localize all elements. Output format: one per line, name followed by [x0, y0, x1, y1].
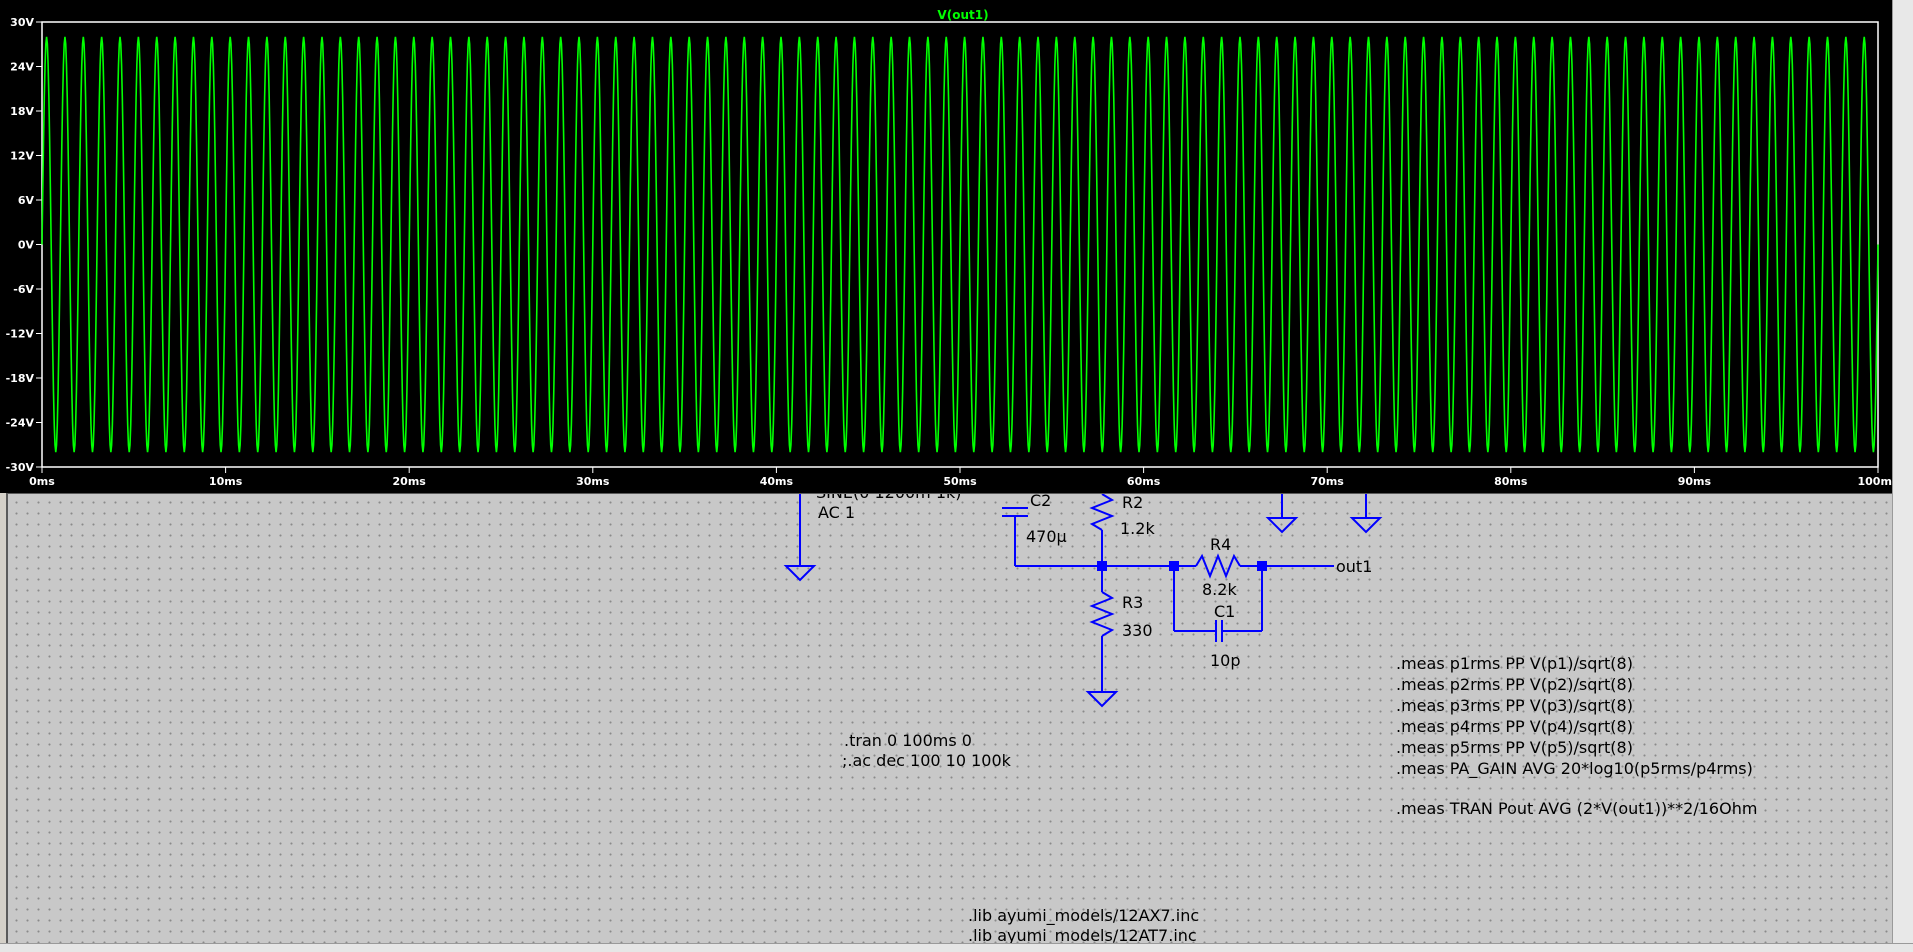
schematic-editor[interactable]: SINE(0 1200m 1k) AC 1 C2 470µ R2 1.2k R3…: [6, 493, 1912, 944]
directive-meas-1[interactable]: .meas p1rms PP V(p1)/sqrt(8): [1396, 654, 1633, 673]
directive-tran[interactable]: .tran 0 100ms 0: [844, 731, 972, 750]
x-tick-label: 40ms: [760, 475, 794, 488]
r2-value[interactable]: 1.2k: [1120, 519, 1155, 538]
y-tick-label: -30V: [6, 461, 35, 474]
x-tick-label: 10ms: [209, 475, 243, 488]
c2-value[interactable]: 470µ: [1026, 527, 1067, 546]
junction-dot-2: [1169, 561, 1179, 571]
directive-ac[interactable]: ;.ac dec 100 10 100k: [842, 751, 1012, 770]
x-tick-label: 80ms: [1494, 475, 1528, 488]
x-tick-label: 100ms: [1858, 475, 1892, 488]
ground-symbol-2[interactable]: [1085, 691, 1119, 708]
directive-meas-5[interactable]: .meas p5rms PP V(p5)/sqrt(8): [1396, 738, 1633, 757]
x-tick-label: 50ms: [943, 475, 977, 488]
status-bar: [0, 943, 1913, 952]
directive-meas-4[interactable]: .meas p4rms PP V(p4)/sqrt(8): [1396, 717, 1633, 736]
x-tick-label: 70ms: [1311, 475, 1345, 488]
net-label-out1[interactable]: out1: [1336, 557, 1372, 576]
directive-meas-pout[interactable]: .meas TRAN Pout AVG (2*V(out1))**2/16Ohm: [1396, 799, 1757, 818]
directive-lib-12ax7[interactable]: .lib ayumi_models/12AX7.inc: [968, 906, 1199, 926]
y-axis: 30V 24V 18V 12V 6V 0V -6V -12V -18V -24V -30V: [6, 16, 42, 474]
waveform-plot-pane[interactable]: V(out1) 30V 24V 18V 12V 6V 0V -6V -12V -18V -24V -…: [0, 0, 1894, 493]
c1-ref[interactable]: C1: [1214, 602, 1235, 621]
r4-resistor-body[interactable]: [1195, 553, 1241, 579]
junction-dot-1: [1097, 561, 1107, 571]
y-tick-label: 30V: [10, 16, 34, 29]
x-tick-label: 60ms: [1127, 475, 1161, 488]
c2-ref[interactable]: C2: [1030, 494, 1051, 510]
y-tick-label: -6V: [13, 283, 34, 296]
trace-title[interactable]: V(out1): [937, 8, 988, 22]
source-value-text[interactable]: SINE(0 1200m 1k): [816, 494, 962, 502]
directive-meas-2[interactable]: .meas p2rms PP V(p2)/sqrt(8): [1396, 675, 1633, 694]
c1-value[interactable]: 10p: [1210, 651, 1241, 670]
y-tick-label: 12V: [10, 150, 34, 163]
x-axis: 0ms 10ms 20ms 30ms 40ms 50ms 60ms 70ms 80ms 90ms 1…: [29, 467, 1892, 488]
vertical-scrollbar[interactable]: [1892, 0, 1913, 951]
schematic-canvas[interactable]: SINE(0 1200m 1k) AC 1 C2 470µ R2 1.2k R3…: [8, 494, 1912, 944]
r2-ref[interactable]: R2: [1122, 494, 1143, 512]
y-tick-label: -12V: [6, 328, 35, 341]
r2-resistor-body[interactable]: [1089, 494, 1115, 531]
directive-meas-gain[interactable]: .meas PA_GAIN AVG 20*log10(p5rms/p4rms): [1396, 759, 1753, 779]
directive-lib-12at7[interactable]: .lib ayumi_models/12AT7.inc: [968, 926, 1197, 944]
r4-ref[interactable]: R4: [1210, 535, 1231, 554]
junction-dot-3: [1257, 561, 1267, 571]
y-tick-label: 6V: [18, 194, 35, 207]
r3-ref[interactable]: R3: [1122, 593, 1143, 612]
y-tick-label: 0V: [18, 239, 35, 252]
x-tick-label: 20ms: [393, 475, 427, 488]
waveform-plot[interactable]: V(out1) 30V 24V 18V 12V 6V 0V -6V -12V -18V -24V -…: [0, 0, 1892, 493]
y-tick-label: 24V: [10, 61, 34, 74]
y-tick-label: 18V: [10, 105, 34, 118]
r4-value[interactable]: 8.2k: [1202, 580, 1237, 599]
ground-symbol-1[interactable]: [783, 565, 817, 582]
x-tick-label: 0ms: [29, 475, 55, 488]
x-tick-label: 30ms: [576, 475, 610, 488]
ground-symbol-4[interactable]: [1349, 517, 1383, 534]
directive-meas-3[interactable]: .meas p3rms PP V(p3)/sqrt(8): [1396, 696, 1633, 715]
r3-value[interactable]: 330: [1122, 621, 1153, 640]
x-tick-label: 90ms: [1678, 475, 1712, 488]
ground-symbol-3[interactable]: [1265, 517, 1299, 534]
series-line-v-out1: [41, 36, 1879, 453]
y-tick-label: -18V: [6, 372, 35, 385]
y-tick-label: -24V: [6, 417, 35, 430]
source-ac-text[interactable]: AC 1: [818, 503, 855, 522]
r3-resistor-body[interactable]: [1089, 591, 1115, 637]
